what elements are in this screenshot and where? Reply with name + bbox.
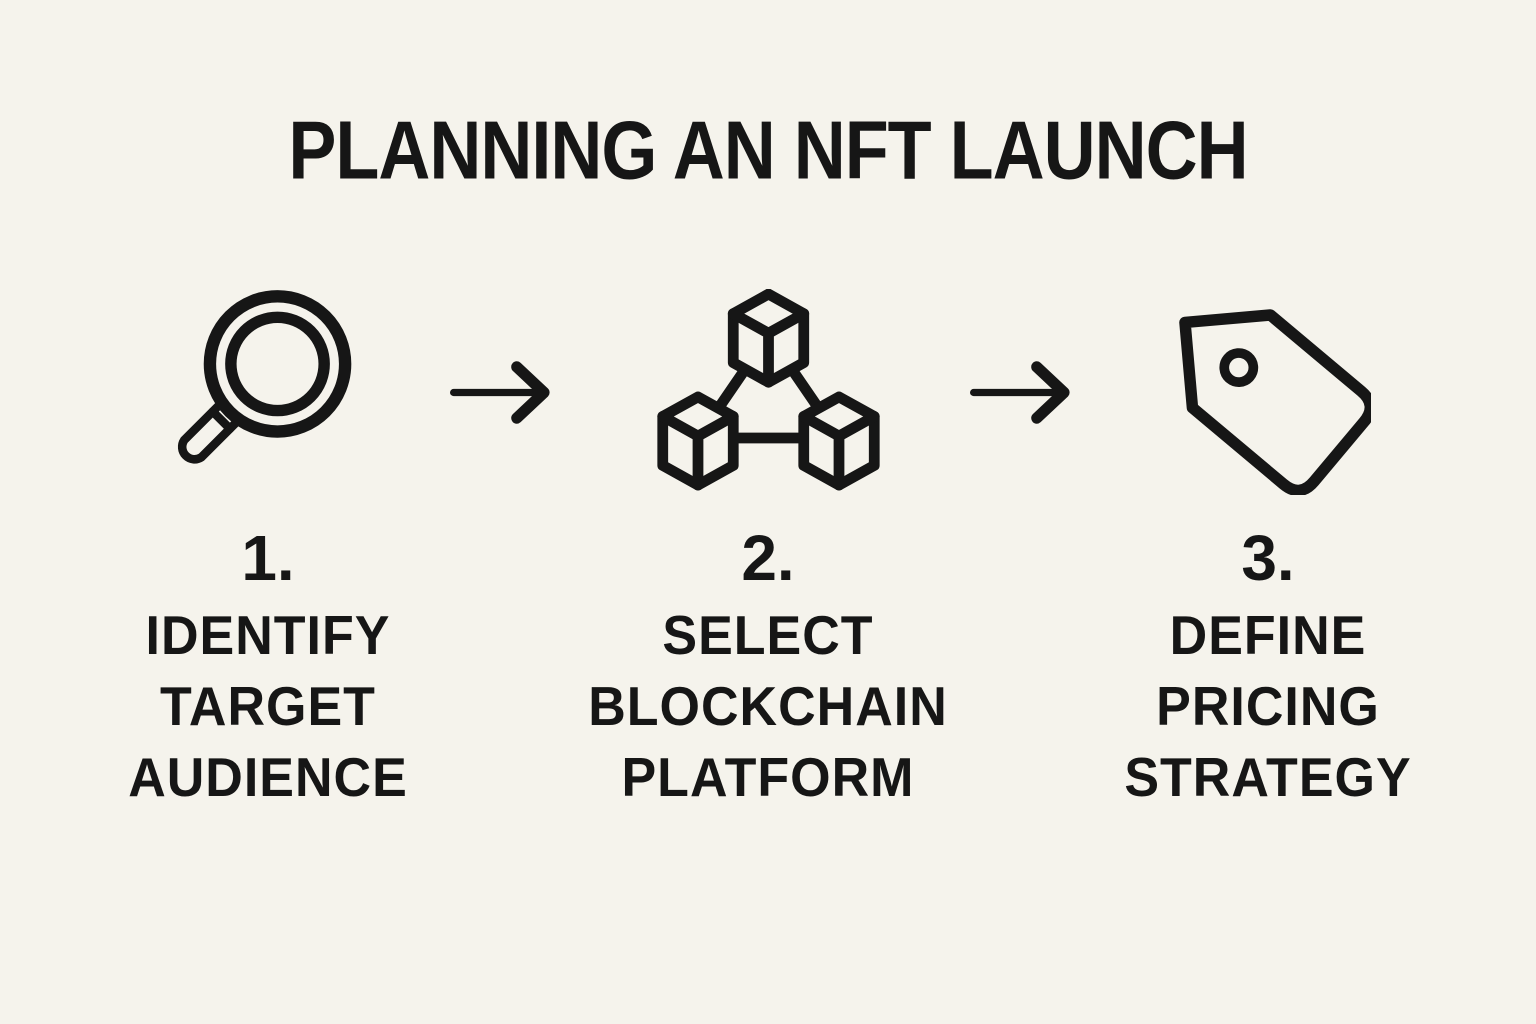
step-label-line: SELECT	[662, 605, 874, 667]
magnifying-glass-icon	[177, 289, 352, 464]
step-label-line: IDENTIFY	[145, 605, 391, 667]
nft-launch-infographic: PLANNING AN NFT LAUNCH 1. IDENTIFY TARGE…	[0, 105, 1536, 1024]
connector-1	[448, 277, 568, 507]
price-tag-icon	[1178, 308, 1371, 495]
arrow-right-icon	[450, 360, 550, 424]
connector-2	[968, 277, 1088, 507]
page-title: PLANNING AN NFT LAUNCH	[288, 104, 1248, 197]
step-label: SELECT BLOCKCHAIN PLATFORM	[588, 601, 948, 814]
step-identify-target-audience: 1. IDENTIFY TARGET AUDIENCE	[88, 277, 448, 809]
step-label: IDENTIFY TARGET AUDIENCE	[128, 601, 408, 814]
step-2-icon-slot	[651, 277, 886, 507]
step-1-icon-slot	[168, 277, 368, 507]
step-3-icon-slot	[1166, 277, 1371, 507]
step-label-line: TARGET	[160, 676, 376, 738]
step-label-line: PLATFORM	[621, 747, 915, 809]
step-label-line: STRATEGY	[1124, 747, 1412, 809]
step-select-blockchain-platform: 2. SELECT BLOCKCHAIN PLATFORM	[568, 277, 968, 809]
step-number: 2.	[741, 522, 795, 595]
step-label: DEFINE PRICING STRATEGY	[1124, 601, 1411, 814]
step-label-line: BLOCKCHAIN	[588, 676, 948, 738]
step-label-line: AUDIENCE	[128, 747, 408, 809]
step-number: 3.	[1241, 522, 1295, 595]
step-define-pricing-strategy: 3. DEFINE PRICING STRATEGY	[1088, 277, 1448, 809]
blockchain-cubes-icon	[656, 289, 880, 491]
step-number: 1.	[241, 522, 295, 595]
step-label-line: PRICING	[1156, 676, 1380, 738]
step-label-line: DEFINE	[1169, 605, 1367, 667]
arrow-right-icon	[970, 360, 1070, 424]
steps-row: 1. IDENTIFY TARGET AUDIENCE	[0, 277, 1536, 809]
